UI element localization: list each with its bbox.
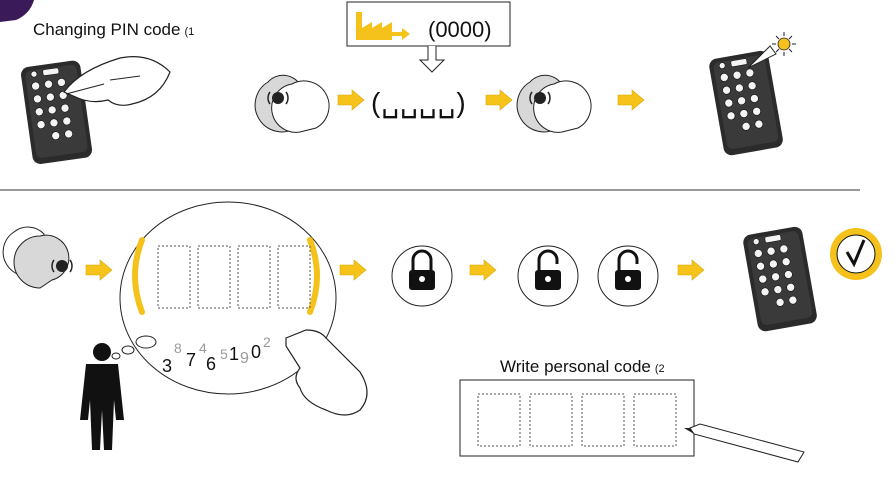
bracket-right xyxy=(307,237,320,315)
arrow-1 xyxy=(337,89,365,111)
pencil-icon xyxy=(684,423,805,463)
keypad-device-2 xyxy=(707,49,785,157)
write-personal-code-title: Write personal code(2 xyxy=(500,357,665,377)
digit-box-1 xyxy=(157,245,191,309)
badge-tag-icon-2 xyxy=(516,74,592,133)
arrow-4 xyxy=(85,259,113,281)
title-note: (1 xyxy=(184,26,195,38)
person-silhouette-icon xyxy=(80,343,124,450)
arrow-2 xyxy=(485,89,513,111)
padlock-closed-icon xyxy=(391,245,453,307)
thought-digit: 3 xyxy=(162,356,173,376)
personal-code-box xyxy=(459,379,695,457)
light-icon xyxy=(772,32,796,56)
thought-digit: 8 xyxy=(174,340,182,356)
changing-pin-title: Changing PIN code(1 xyxy=(33,20,194,40)
write-title-note: (2 xyxy=(654,363,665,375)
padlock-open-icon-2 xyxy=(597,245,659,307)
thought-digit: 6 xyxy=(206,354,217,374)
entry-code-text: (␣␣␣␣) xyxy=(371,87,467,118)
bracket-left xyxy=(132,237,145,315)
arrow-3 xyxy=(617,89,645,111)
bubble-dot-3 xyxy=(111,352,121,360)
down-arrow xyxy=(418,46,446,73)
thought-bubble xyxy=(119,201,337,395)
thought-digit: 2 xyxy=(263,334,271,350)
pointing-hand-icon xyxy=(285,329,368,416)
badge-tag-icon-3 xyxy=(2,226,73,289)
digit-box-3 xyxy=(237,245,271,309)
digit-box-4 xyxy=(277,245,311,309)
arrow-5 xyxy=(339,259,367,281)
arrow-7 xyxy=(677,259,705,281)
thought-digit: 4 xyxy=(199,340,207,356)
checkmark-icon xyxy=(830,228,882,280)
digit-box-2 xyxy=(197,245,231,309)
corner-mark xyxy=(0,0,34,22)
personal-digit-box-4 xyxy=(633,393,677,447)
thought-digit: 9 xyxy=(240,350,249,367)
padlock-open-icon xyxy=(517,245,579,307)
personal-digit-box-1 xyxy=(477,393,521,447)
write-title-text: Write personal code xyxy=(500,357,651,376)
bubble-dot-2 xyxy=(121,345,135,355)
thought-digit: 1 xyxy=(229,344,240,364)
factory-code-text: (0000) xyxy=(428,17,492,42)
badge-tag-icon xyxy=(254,74,330,133)
hand-icon xyxy=(63,56,171,106)
factory-icon xyxy=(356,12,410,40)
thought-digit: 7 xyxy=(186,350,197,370)
keypad-device-3 xyxy=(741,225,819,333)
personal-digit-box-2 xyxy=(529,393,573,447)
personal-digit-box-3 xyxy=(581,393,625,447)
title-text: Changing PIN code xyxy=(33,20,181,39)
thought-digit: 0 xyxy=(251,342,262,362)
arrow-6 xyxy=(469,259,497,281)
thought-digit: 5 xyxy=(220,346,228,362)
light-beam xyxy=(747,45,777,69)
bubble-dot-1 xyxy=(135,335,157,349)
